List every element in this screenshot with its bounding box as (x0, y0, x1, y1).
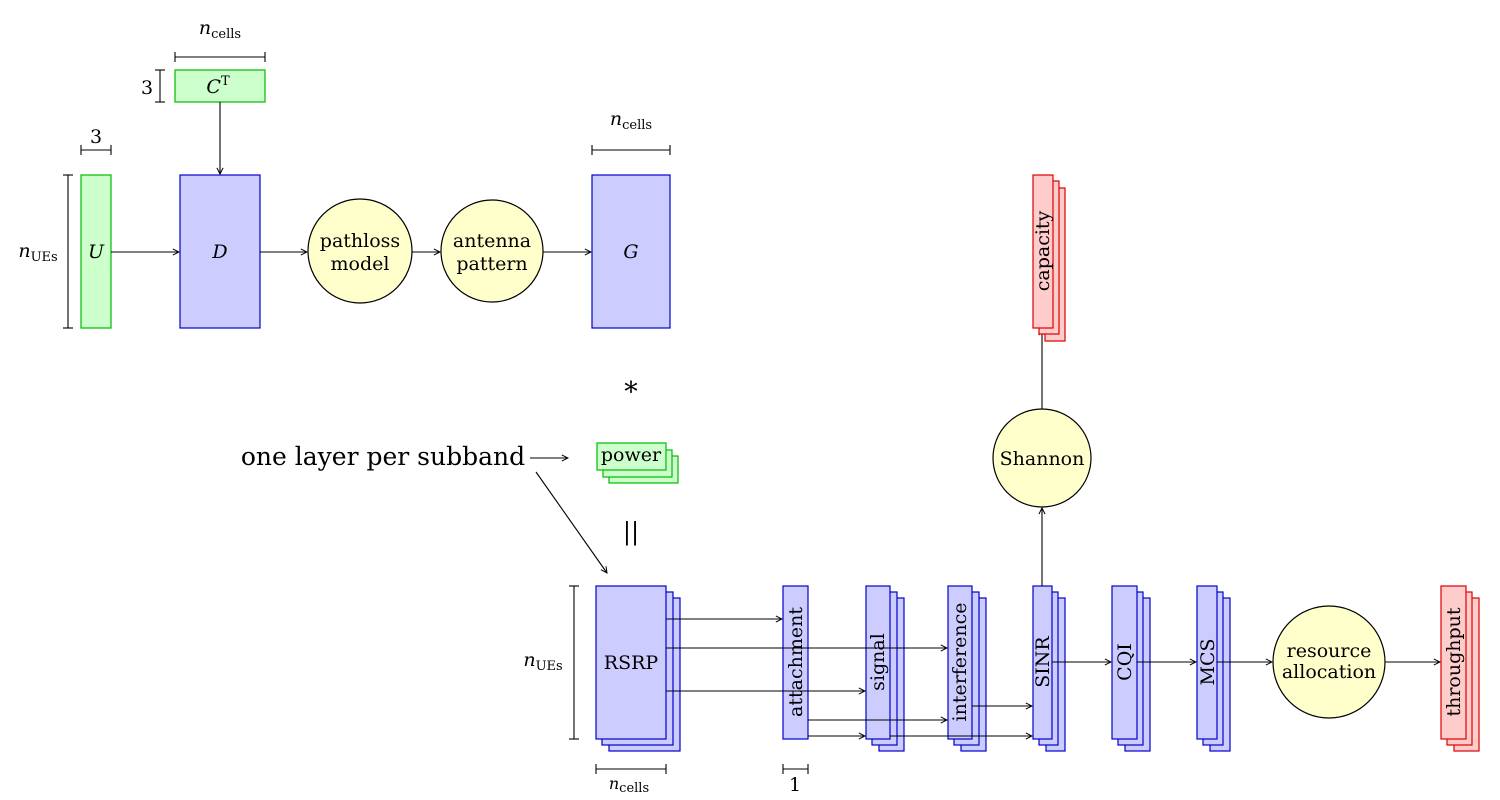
convolution-symbol: * (624, 377, 638, 408)
shannon-label: Shannon (1000, 448, 1085, 470)
ct-width-label: ncells (199, 17, 241, 42)
ct-width-dimension: ncells (174, 17, 266, 62)
ct-height-dimension: 3 (141, 69, 165, 103)
antenna-line1: antenna (453, 230, 531, 252)
attachment-width-label: 1 (789, 774, 801, 796)
attachment-box (782, 585, 809, 740)
resource-line2: allocation (1282, 661, 1376, 683)
u-matrix-label: U (88, 241, 105, 263)
resource-line1: resource (1287, 640, 1372, 662)
interference-label: interference (949, 602, 971, 721)
ct-height-label: 3 (141, 77, 153, 99)
pathloss-model-node (307, 198, 413, 304)
pathloss-line1: pathloss (320, 230, 400, 252)
rsrp-label: RSRP (604, 652, 659, 674)
rsrp-stack: RSRP (595, 585, 681, 752)
signal-stack: signal (865, 585, 905, 752)
equals-symbol: || (623, 518, 639, 547)
capacity-label: capacity (1032, 210, 1054, 291)
antenna-pattern-node (440, 199, 544, 303)
cqi-stack: CQI (1111, 585, 1151, 752)
arrow-layer-note-to-rsrp (535, 471, 607, 573)
d-matrix (179, 174, 261, 329)
g-width-dimension: ncells (591, 108, 671, 155)
power-stack: power (596, 442, 679, 484)
ct-matrix (174, 69, 266, 103)
u-height-dimension: nUEs (18, 174, 73, 329)
rsrp-width-label: ncells (609, 774, 649, 796)
sinr-stack: SINR (1032, 585, 1066, 752)
interference-stack: interference (947, 585, 987, 752)
layer-note: one layer per subband (241, 442, 525, 471)
rsrp-height-label: nUEs (523, 649, 562, 674)
g-matrix-label: G (623, 241, 638, 263)
antenna-line2: pattern (456, 253, 527, 275)
cqi-label: CQI (1114, 643, 1136, 681)
d-matrix-label: D (211, 241, 227, 263)
u-width-dimension: 3 (80, 126, 112, 155)
throughput-label: throughput (1443, 607, 1465, 716)
signal-label: signal (867, 633, 889, 691)
g-width-label: ncells (610, 108, 652, 133)
mcs-label: MCS (1197, 638, 1219, 685)
power-label: power (601, 444, 662, 466)
capacity-stack: capacity (1032, 174, 1066, 342)
mcs-stack: MCS (1196, 585, 1231, 752)
pathloss-line2: model (331, 253, 390, 275)
u-height-label: nUEs (18, 240, 57, 265)
sinr-label: SINR (1032, 636, 1054, 688)
ct-matrix-label: CT (206, 74, 230, 98)
attachment-width-dimension: 1 (782, 764, 809, 796)
rsrp-width-dimension: ncells (595, 764, 667, 796)
attachment-label: attachment (785, 607, 807, 717)
g-matrix (591, 174, 671, 329)
throughput-stack: throughput (1440, 585, 1480, 752)
u-width-label: 3 (90, 126, 102, 148)
rsrp-height-dimension: nUEs (523, 585, 579, 740)
u-matrix (80, 174, 112, 329)
